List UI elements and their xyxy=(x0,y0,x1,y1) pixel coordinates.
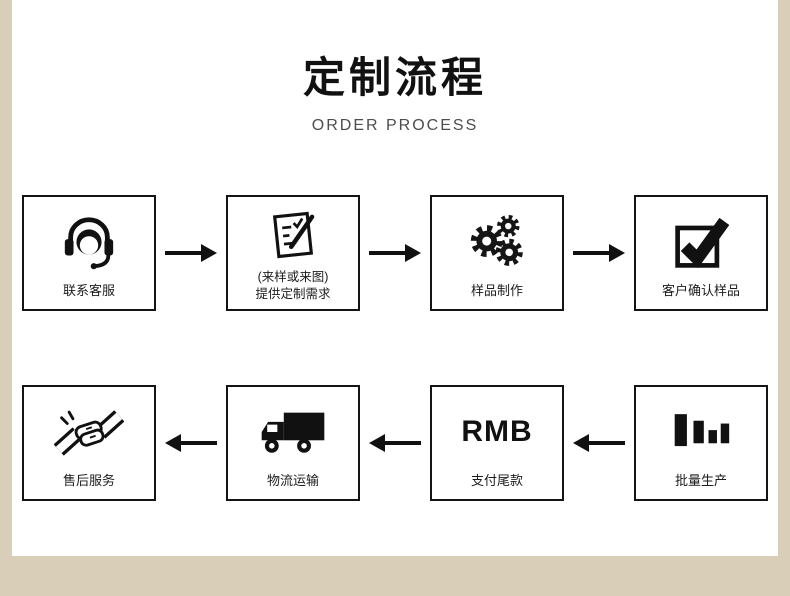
truck-icon xyxy=(258,387,328,472)
rmb-label: RMB xyxy=(461,414,533,448)
arrow-right-icon xyxy=(573,244,625,262)
step-contact-service: 联系客服 xyxy=(22,195,156,311)
right-border-strip xyxy=(778,0,790,596)
bottom-border-band xyxy=(0,556,790,596)
page-subtitle: ORDER PROCESS xyxy=(311,117,479,134)
step-after-sales: 售后服务 xyxy=(22,385,156,501)
step-label: 批量生产 xyxy=(674,473,727,489)
step-label: 样品制作 xyxy=(470,283,523,299)
step-final-payment: RMB 支付尾款 xyxy=(430,385,564,501)
step-label: 物流运输 xyxy=(266,473,319,489)
left-border-strip xyxy=(0,0,12,596)
checkbox-check-icon xyxy=(670,197,732,282)
step-label-line1: (来样或来图) xyxy=(257,270,329,285)
gears-icon xyxy=(466,197,528,282)
step-sample-making: 样品制作 xyxy=(430,195,564,311)
step-label: 支付尾款 xyxy=(470,473,523,489)
step-mass-production: 批量生产 xyxy=(634,385,768,501)
step-label: (来样或来图) 提供定制需求 xyxy=(255,269,330,309)
step-provide-requirements: (来样或来图) 提供定制需求 xyxy=(226,195,360,311)
rmb-text-icon: RMB xyxy=(461,387,532,472)
arrow-right-icon xyxy=(165,244,217,262)
header: 定制流程 ORDER PROCESS xyxy=(0,0,790,135)
step-label-line2: 提供定制需求 xyxy=(255,287,331,302)
step-confirm-sample: 客户确认样品 xyxy=(634,195,768,311)
document-pen-icon xyxy=(263,197,323,269)
page-title: 定制流程 xyxy=(302,54,487,101)
step-logistics: 物流运输 xyxy=(226,385,360,501)
arrow-left-icon xyxy=(573,434,625,452)
step-label: 联系客服 xyxy=(62,283,115,299)
arrow-left-icon xyxy=(165,434,217,452)
step-label: 售后服务 xyxy=(62,473,115,489)
step-label: 客户确认样品 xyxy=(661,283,740,299)
flow-row-2: 售后服务 物流运输 xyxy=(0,385,790,501)
flow-row-1: 联系客服 xyxy=(0,195,790,311)
bars-icon xyxy=(670,387,732,472)
arrow-right-icon xyxy=(369,244,421,262)
arrow-left-icon xyxy=(369,434,421,452)
headset-icon xyxy=(58,197,120,282)
handshake-icon xyxy=(54,387,124,472)
